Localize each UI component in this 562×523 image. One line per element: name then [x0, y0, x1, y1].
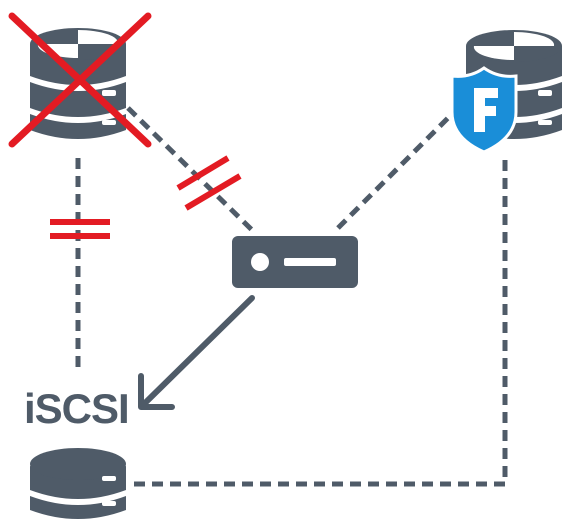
- arrow-icon: [138, 295, 255, 410]
- double-bar-icon-line: [184, 173, 242, 211]
- broken-link-marker-diagonal: [176, 155, 242, 211]
- x-mark-icon: [8, 12, 152, 148]
- broken-link-marker-vertical: [50, 219, 110, 239]
- double-bar-icon: [176, 155, 230, 191]
- network-device-icon: [232, 236, 358, 288]
- iscsi-storage[interactable]: [30, 448, 126, 519]
- link-failed-server-to-client: [126, 106, 254, 232]
- client-device[interactable]: [232, 236, 358, 288]
- shield-f-icon: [450, 66, 518, 154]
- database-icon: [30, 448, 126, 519]
- failed-server[interactable]: [8, 12, 152, 148]
- connection-lines: [75, 106, 508, 487]
- link-client-to-failover-server: [336, 106, 460, 230]
- iscsi-label: iSCSI: [24, 385, 130, 432]
